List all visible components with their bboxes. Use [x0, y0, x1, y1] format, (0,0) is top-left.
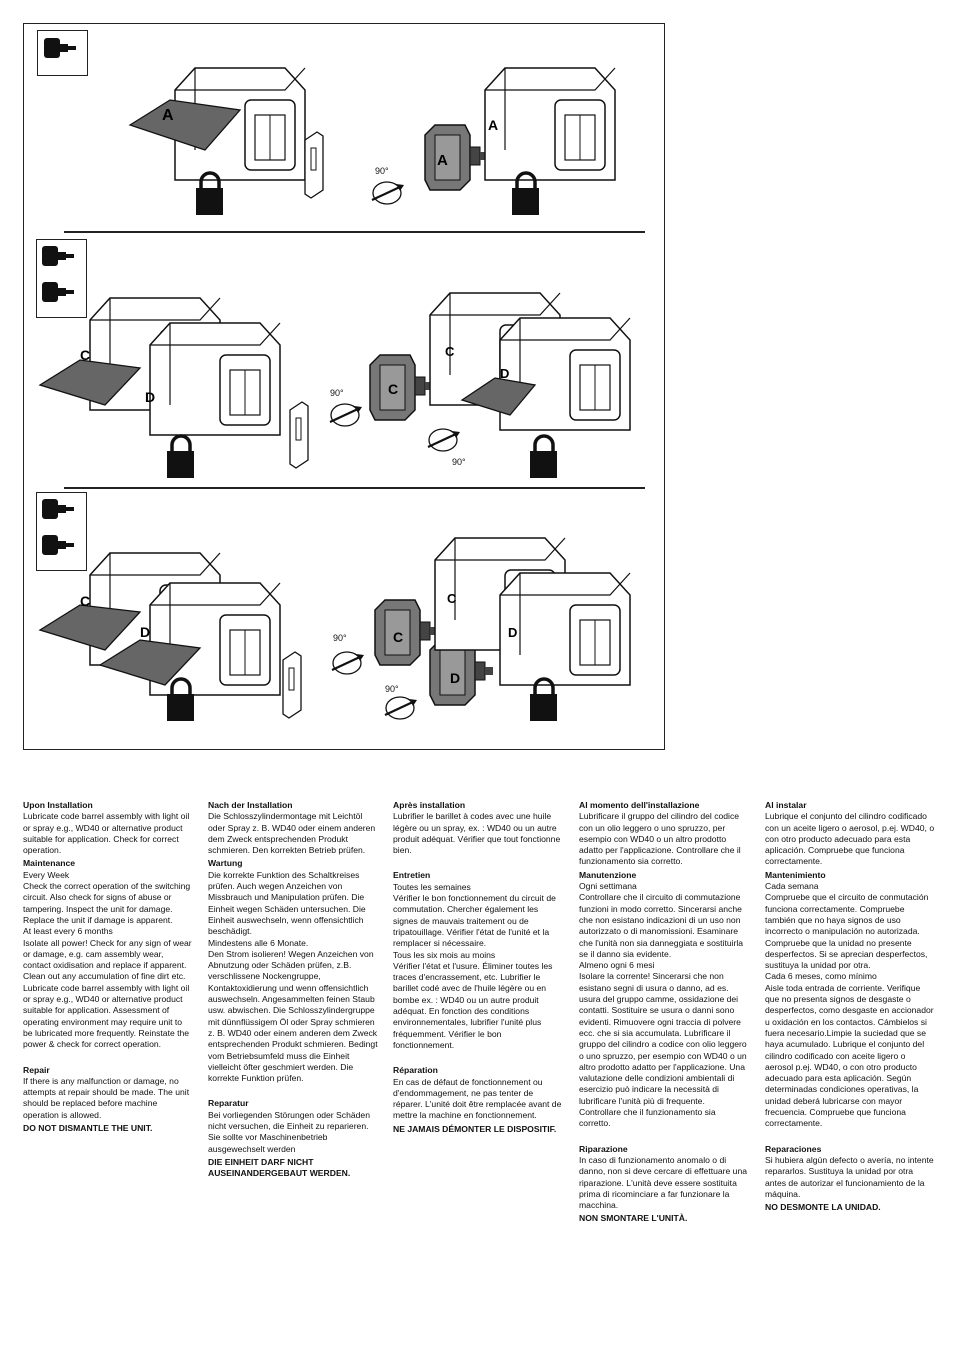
module-letter: C [445, 344, 455, 359]
module-letter: D [145, 389, 155, 405]
switch-unit [484, 67, 616, 181]
section-heading: Manutenzione [579, 869, 637, 880]
section-body: Toutes les semaines Vérifier le bon fonc… [393, 881, 556, 1050]
warning-text: NON SMONTARE L'UNITÀ. [579, 1213, 688, 1224]
rotate-arrow [328, 402, 364, 428]
section-body: Every Week Check the correct operation o… [23, 869, 192, 1050]
section-body: Die Schlosszylindermontage mit Leichtöl … [208, 811, 376, 856]
section-heading: Reparatur [208, 1098, 249, 1109]
key-module-c [38, 359, 142, 406]
module-letter: C [447, 591, 457, 606]
module-letter: D [508, 625, 517, 640]
warning-text: NE JAMAIS DÉMONTER LE DISPOSITIF. [393, 1123, 557, 1134]
warning-text: DO NOT DISMANTLE THE UNIT. [23, 1123, 153, 1134]
key-icon [42, 499, 74, 519]
section-heading: Nach der Installation [208, 800, 293, 810]
key-module-d [460, 377, 537, 416]
mounting-bracket [282, 651, 302, 719]
key-icon [42, 535, 74, 555]
section-heading: Reparaciones [765, 1143, 822, 1154]
section-body: En cas de défaut de fonctionnement ou d'… [393, 1076, 562, 1121]
module-letter: C [80, 347, 90, 363]
installation-illustrations: A A A C D C C D C D C D C D [38, 38, 631, 723]
section-body: Ogni settimana Controllare che il circui… [579, 881, 747, 1129]
section-divider [64, 231, 645, 233]
column-italian: Al momento dell'installazione Lubrificar… [579, 800, 749, 1227]
section-heading: Mantenimiento [765, 869, 826, 880]
key-icon [44, 38, 76, 58]
warning-text: NO DESMONTE LA UNIDAD. [765, 1202, 881, 1213]
section-heading: Réparation [393, 1065, 438, 1076]
section-divider [64, 487, 645, 489]
code-cylinder-a [424, 124, 489, 191]
rotate-arrow [370, 180, 406, 206]
section-heading: Al instalar [765, 800, 807, 810]
key-icon [42, 246, 74, 266]
diagram-frame [23, 23, 665, 750]
angle-label: 90° [385, 684, 399, 694]
column-english: Upon Installation Lubricate code barrel … [23, 800, 193, 1136]
section-body: Lubrifier le barillet à codes avec une h… [393, 811, 561, 856]
section-heading: Riparazione [579, 1143, 628, 1154]
section-heading: Maintenance [23, 858, 76, 869]
rotate-arrow [383, 695, 419, 721]
key-module-a [128, 99, 242, 151]
section-heading: Al momento dell'installazione [579, 800, 700, 810]
section-heading: Entretien [393, 870, 431, 881]
section-heading: Upon Installation [23, 800, 93, 810]
mounting-bracket [304, 131, 324, 199]
switch-unit [149, 322, 281, 436]
section-body: In caso di funzionamento anomalo o di da… [579, 1154, 748, 1211]
column-spanish: Al instalar Lubrique el conjunto del cil… [765, 800, 935, 1215]
section-body: Si hubiera algún defecto o avería, no in… [765, 1154, 934, 1199]
module-letter: A [437, 152, 448, 169]
code-cylinder-c [374, 599, 439, 666]
angle-label: 90° [333, 633, 347, 643]
section-body: Bei vorliegenden Störungen oder Schäden … [208, 1109, 370, 1154]
key-module-d [98, 639, 202, 686]
rotate-arrow [426, 427, 462, 453]
switch-unit [499, 572, 631, 686]
module-letter: D [450, 670, 460, 686]
warning-text: DIE EINHEIT DARF NICHT AUSEINANDERGEBAUT… [208, 1156, 351, 1179]
section-body: Lubrificare il gruppo del cilindro del c… [579, 811, 741, 867]
module-letter: D [500, 366, 509, 381]
section-heading: Wartung [208, 858, 243, 869]
mounting-bracket [289, 401, 309, 469]
angle-label: 90° [452, 457, 466, 467]
section-heading: Repair [23, 1064, 50, 1075]
angle-label: 90° [375, 166, 389, 176]
section-body: Lubricate code barrel assembly with ligh… [23, 811, 190, 856]
module-letter: D [140, 624, 150, 640]
module-letter: A [488, 117, 498, 133]
module-letter: C [80, 593, 90, 609]
padlock-icon [165, 434, 196, 480]
column-german: Nach der Installation Die Schlosszylinde… [208, 800, 378, 1182]
section-body: Die korrekte Funktion des Schaltkreises … [208, 869, 378, 1084]
angle-label: 90° [330, 388, 344, 398]
key-icon [42, 282, 74, 302]
module-letter: C [388, 381, 398, 397]
column-french: Après installation Lubrifier le barillet… [393, 800, 563, 1137]
padlock-icon [528, 434, 559, 480]
module-letter: A [162, 107, 174, 124]
section-body: Cada semana Compruebe que el circuito de… [765, 881, 934, 1129]
switch-unit [499, 317, 631, 431]
code-cylinder-c [369, 354, 434, 421]
section-heading: Après installation [393, 800, 466, 810]
rotate-arrow [330, 650, 366, 676]
key-module-c [38, 604, 142, 651]
section-body: If there is any malfunction or damage, n… [23, 1075, 190, 1120]
module-letter: C [393, 629, 403, 645]
section-body: Lubrique el conjunto del cilindro codifi… [765, 811, 935, 867]
